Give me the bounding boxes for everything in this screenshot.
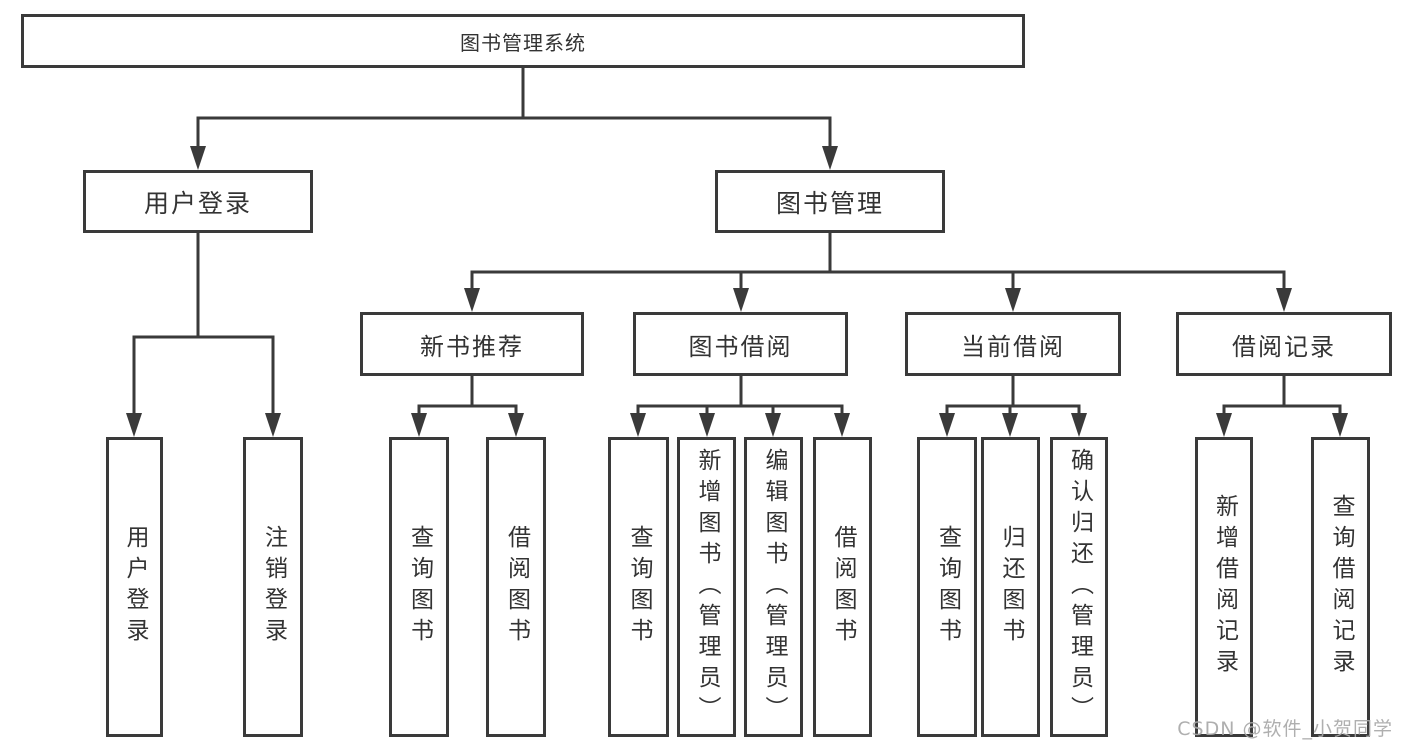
leaf-borrow-books: 借阅图书 [813, 437, 872, 737]
leaf-logout-label: 注销登录 [260, 525, 287, 649]
csdn-watermark: CSDN @软件_小贺同学 [1177, 718, 1393, 740]
leaf-query-borrow-record: 查询借阅记录 [1311, 437, 1370, 737]
leaf-user-login: 用户登录 [106, 437, 163, 737]
leaf-add-borrow-record-label: 新增借阅记录 [1211, 494, 1238, 680]
leaf-query-books-current-label: 查询图书 [934, 525, 961, 649]
leaf-query-books-recommend-label: 查询图书 [406, 525, 433, 649]
leaf-query-books-current: 查询图书 [917, 437, 977, 737]
node-borrowing-records: 借阅记录 [1176, 312, 1392, 376]
leaf-borrow-books-recommend-label: 借阅图书 [503, 525, 530, 649]
leaf-confirm-return-admin: 确认归还（管理员） [1050, 437, 1108, 737]
node-book-borrowing: 图书借阅 [633, 312, 848, 376]
leaf-logout: 注销登录 [243, 437, 303, 737]
leaf-query-books-borrow-label: 查询图书 [626, 525, 652, 649]
leaf-return-books-label: 归还图书 [998, 525, 1024, 649]
leaf-edit-books-admin: 编辑图书（管理员） [744, 437, 803, 737]
leaf-return-books: 归还图书 [981, 437, 1040, 737]
leaf-add-borrow-record: 新增借阅记录 [1195, 437, 1253, 737]
leaf-borrow-books-label: 借阅图书 [830, 525, 856, 649]
leaf-user-login-label: 用户登录 [122, 525, 148, 649]
leaf-query-borrow-record-label: 查询借阅记录 [1328, 494, 1354, 680]
leaf-confirm-return-admin-label: 确认归还（管理员） [1066, 447, 1093, 727]
node-root-system: 图书管理系统 [21, 14, 1025, 68]
leaf-query-books-borrow: 查询图书 [608, 437, 669, 737]
node-book-management: 图书管理 [715, 170, 945, 233]
leaf-borrow-books-recommend: 借阅图书 [486, 437, 546, 737]
node-current-borrowing: 当前借阅 [905, 312, 1121, 376]
node-new-book-recommend: 新书推荐 [360, 312, 584, 376]
leaf-query-books-recommend: 查询图书 [389, 437, 449, 737]
leaf-add-books-admin: 新增图书（管理员） [677, 437, 736, 737]
leaf-add-books-admin-label: 新增图书（管理员） [694, 447, 720, 727]
leaf-edit-books-admin-label: 编辑图书（管理员） [761, 447, 787, 727]
node-user-login: 用户登录 [83, 170, 313, 233]
